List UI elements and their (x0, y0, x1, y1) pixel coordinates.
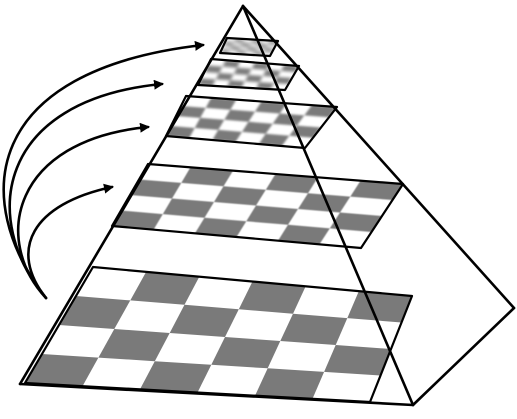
pyramid-level-1 (112, 164, 403, 248)
pyramid-edge (243, 6, 514, 308)
pyramid-level-2 (166, 96, 337, 148)
checker-square (324, 345, 391, 376)
pyramid-level-3 (198, 59, 299, 90)
pyramid-level-4 (220, 38, 278, 56)
checker-square (230, 46, 240, 50)
pyramid-level-0 (25, 267, 412, 402)
pyramid-edge (413, 308, 514, 405)
